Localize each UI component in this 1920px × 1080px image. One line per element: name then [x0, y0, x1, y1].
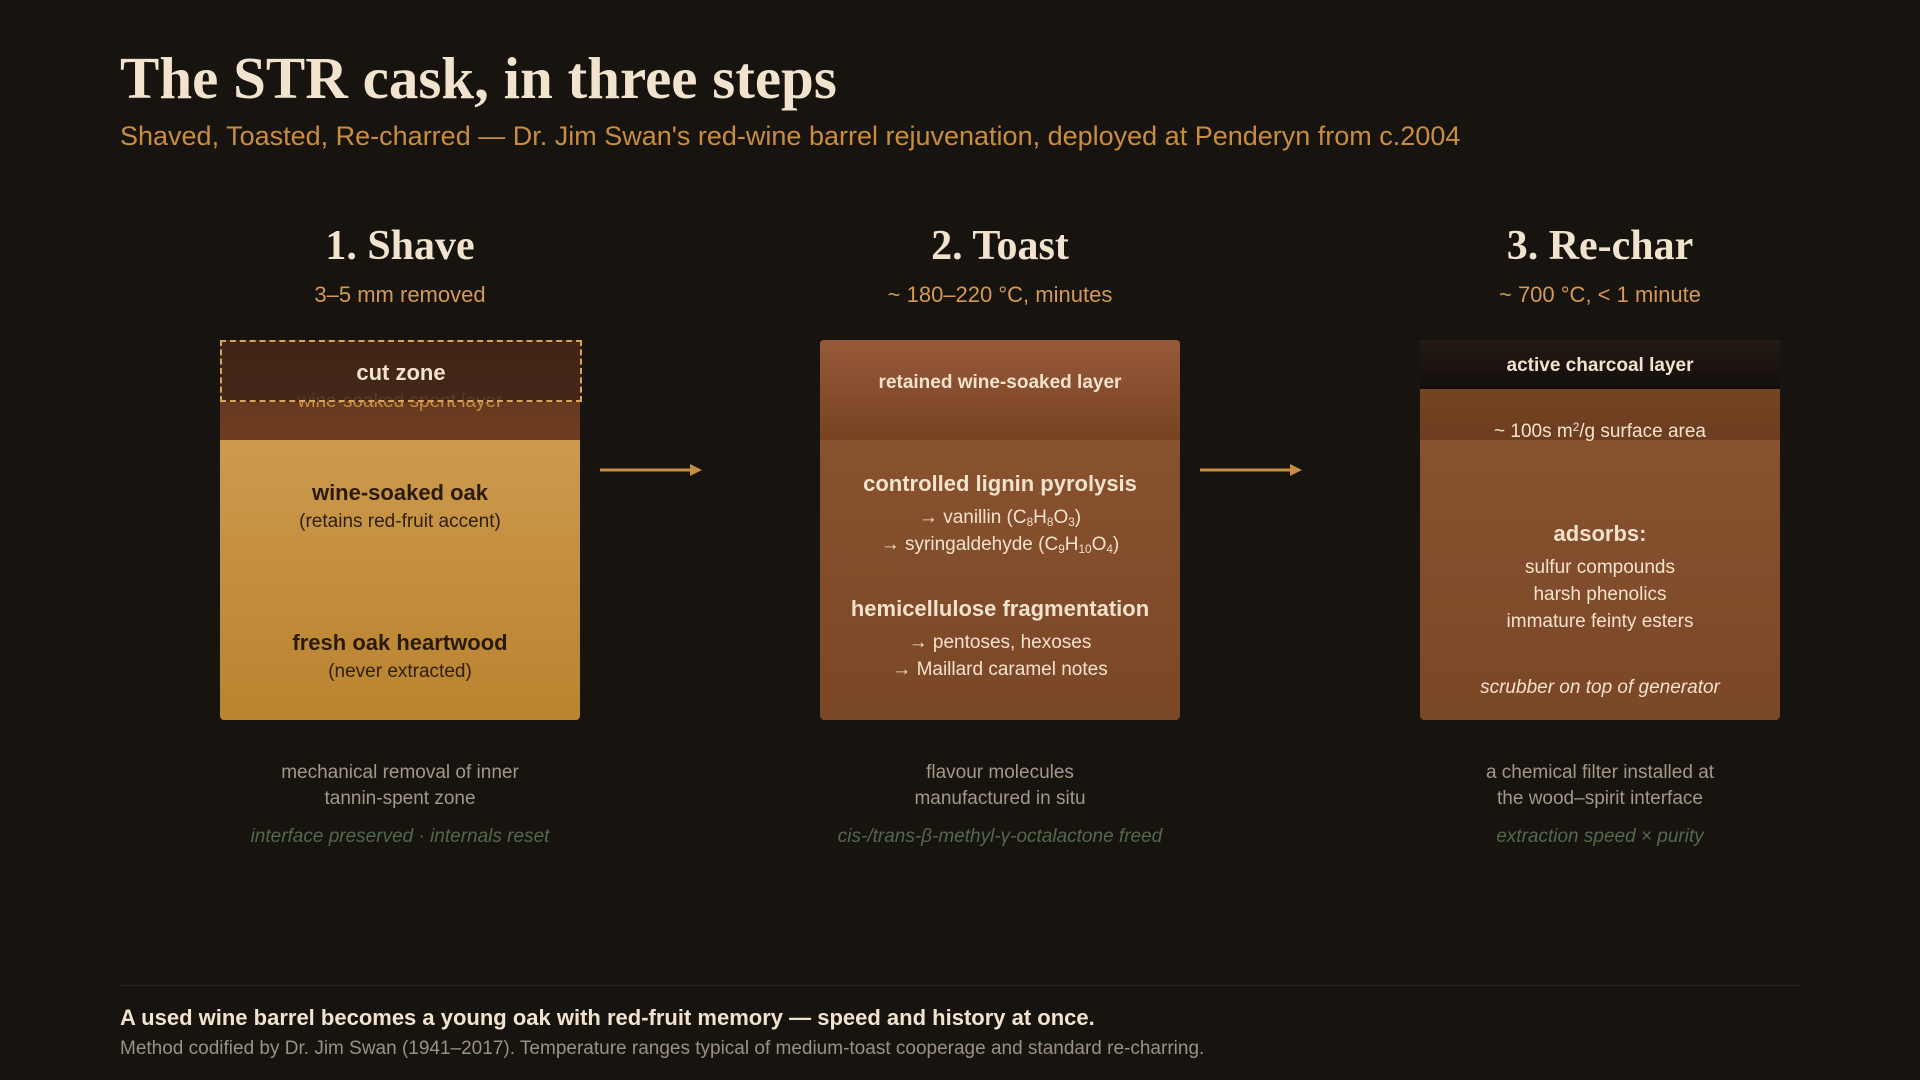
step-param: 3–5 mm removed [314, 282, 486, 307]
wine-soaked-oak-note: (retains red-fruit accent) [299, 511, 501, 532]
shave-caption: mechanical removal of inner tannin-spent… [281, 762, 519, 809]
step-rechar-header: 3. Re-char ~ 700 °C, < 1 minute [1300, 220, 1900, 308]
rechar-caption: a chemical filter installed at the wood–… [1485, 762, 1715, 809]
toast-caption-italic: cis-/trans-β-methyl-γ-octalactone freed [837, 826, 1163, 847]
toast-caption: flavour molecules manufactured in situ [914, 762, 1086, 809]
cut-zone-label: cut zone [356, 360, 446, 385]
toast-cask-diagram: retained wine-soaked layer controlled li… [820, 340, 1180, 720]
cut-zone: cut zone [220, 340, 582, 402]
adsorbs-item: harsh phenolics [1533, 584, 1667, 605]
step-shave-header: 1. Shave 3–5 mm removed [100, 220, 700, 308]
scrubber-tagline: scrubber on top of generator [1480, 677, 1720, 698]
step-title: 2. Toast [931, 223, 1069, 269]
arrow-right-icon [600, 464, 702, 476]
retained-layer-label: retained wine-soaked layer [878, 372, 1122, 393]
lignin-pyrolysis-label: controlled lignin pyrolysis [863, 471, 1137, 496]
rechar-caption-italic: extraction speed × purity [1496, 826, 1704, 847]
charcoal-layer: active charcoal layer [1420, 340, 1780, 389]
fresh-heartwood-note: (never extracted) [328, 661, 472, 682]
footer-divider [120, 985, 1800, 986]
step-toast-header: 2. Toast ~ 180–220 °C, minutes [700, 220, 1300, 308]
footer-summary: A used wine barrel becomes a young oak w… [120, 1005, 1095, 1030]
page-title: The STR cask, in three steps [120, 45, 837, 111]
retained-layer: retained wine-soaked layer [820, 340, 1180, 440]
adsorbs-item: immature feinty esters [1506, 611, 1694, 632]
surface-area-label: ~ 100s m2/g surface area [1494, 421, 1706, 442]
adsorbs-item: sulfur compounds [1525, 557, 1675, 578]
hemicellulose-label: hemicellulose fragmentation [850, 596, 1150, 621]
charcoal-layer-label: active charcoal layer [1506, 355, 1694, 376]
adsorbs-label: adsorbs: [1553, 521, 1647, 546]
maillard-product: → Maillard caramel notes [892, 659, 1108, 680]
step-title: 1. Shave [325, 223, 475, 269]
step-param: ~ 180–220 °C, minutes [887, 282, 1113, 307]
footer-note: Method codified by Dr. Jim Swan (1941–20… [120, 1038, 1205, 1059]
shave-caption-italic: interface preserved · internals reset [250, 826, 550, 847]
rechar-cask-diagram: ~ 100s m2/g surface area active charcoal… [1420, 340, 1780, 720]
page-subtitle: Shaved, Toasted, Re-charred — Dr. Jim Sw… [120, 121, 1461, 151]
arrow-right-icon [1200, 464, 1302, 476]
syringaldehyde-product: → syringaldehyde (C9H10O4) [880, 534, 1120, 556]
sugars-product: → pentoses, hexoses [908, 632, 1092, 653]
vanillin-product: → vanillin (C8H8O3) [918, 507, 1082, 529]
fresh-heartwood-label: fresh oak heartwood [292, 630, 508, 655]
step-param: ~ 700 °C, < 1 minute [1498, 282, 1702, 307]
step-title: 3. Re-char [1506, 223, 1694, 269]
wine-soaked-oak-label: wine-soaked oak [311, 480, 489, 505]
